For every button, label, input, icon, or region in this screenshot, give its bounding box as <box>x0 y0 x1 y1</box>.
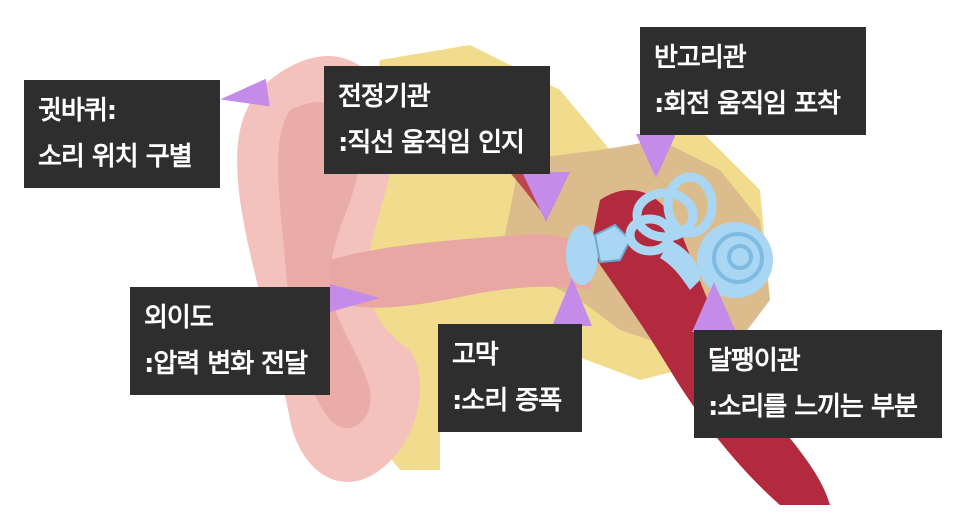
vestibule-title: 전정기관 <box>338 82 431 112</box>
cochlea-label: 달팽이관 :소리를 느끼는 부분 <box>694 330 942 438</box>
eardrum-pointer <box>552 278 592 326</box>
vestibule-desc: :직선 움직임 인지 <box>338 128 525 158</box>
auricle-title: 귓바퀴: <box>38 96 117 126</box>
ear-canal-label: 외이도 :압력 변화 전달 <box>130 287 330 395</box>
cochlea-pointer <box>692 282 736 332</box>
ear-canal-desc: :압력 변화 전달 <box>144 349 308 379</box>
semicircular-canals <box>625 172 717 256</box>
eardrum-shape <box>566 225 598 285</box>
ossicles <box>593 223 632 264</box>
semicircular-pointer <box>636 134 676 178</box>
eardrum-title: 고막 <box>452 340 499 370</box>
auricle-label: 귓바퀴: 소리 위치 구별 <box>24 80 220 188</box>
cochlea-title: 달팽이관 <box>708 346 801 376</box>
auricle-desc: 소리 위치 구별 <box>38 142 193 172</box>
vestibule-pointer <box>522 172 570 222</box>
semicircular-label: 반고리관 :회전 움직임 포착 <box>640 27 866 135</box>
cochlea-shape <box>660 222 773 298</box>
semicircular-title: 반고리관 <box>654 43 747 73</box>
vestibule-label: 전정기관 :직선 움직임 인지 <box>324 66 550 174</box>
ear-canal-title: 외이도 <box>144 303 214 333</box>
ear-canal-pointer <box>330 284 380 312</box>
eardrum-label: 고막 :소리 증폭 <box>438 324 582 432</box>
semicircular-desc: :회전 움직임 포착 <box>654 89 841 119</box>
cochlea-desc: :소리를 느끼는 부분 <box>708 392 918 422</box>
ear-canal-shape <box>330 234 595 308</box>
eardrum-desc: :소리 증폭 <box>452 386 562 416</box>
